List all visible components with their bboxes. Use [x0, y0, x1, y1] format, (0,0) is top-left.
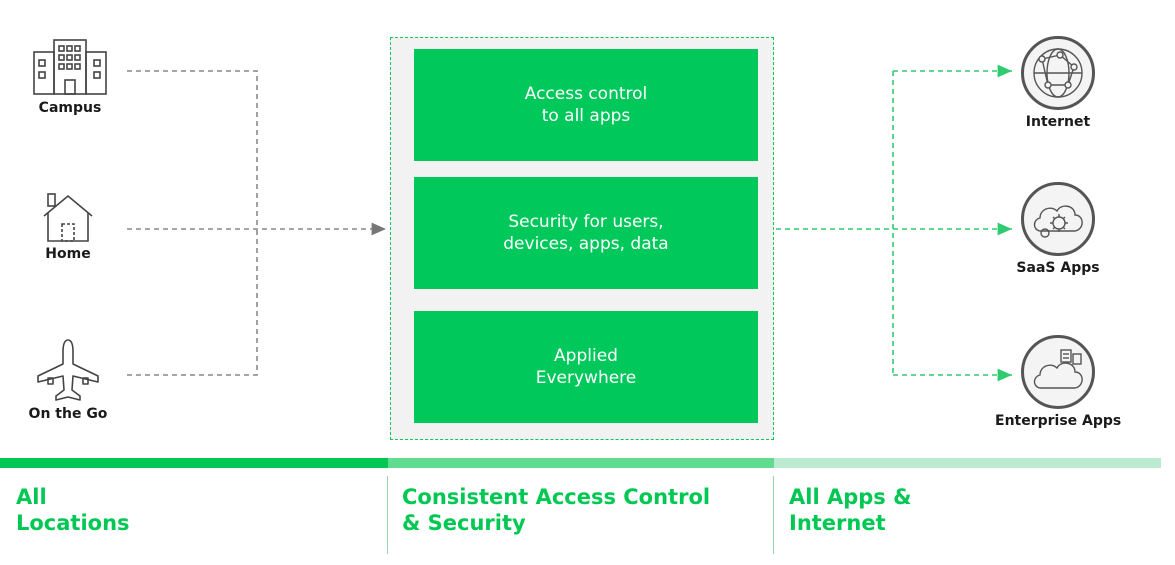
capability-box: Access control to all apps	[414, 49, 758, 161]
capability-box: Applied Everywhere	[414, 311, 758, 423]
connector-on-the-go	[127, 229, 258, 376]
location-home: Home	[20, 192, 116, 262]
cloud-server-icon	[1021, 335, 1095, 409]
connector-campus	[127, 70, 258, 229]
capability-box: Security for users, devices, apps, data	[414, 177, 758, 289]
location-label: Campus	[38, 100, 102, 116]
location-on-the-go: On the Go	[18, 338, 118, 422]
airplane-icon	[37, 339, 99, 401]
section-bar-apps	[774, 458, 1161, 468]
section-divider	[773, 476, 774, 554]
section-title-apps: All Apps & Internet	[789, 485, 912, 535]
location-campus: Campus	[20, 38, 120, 116]
location-label: Home	[45, 246, 91, 262]
globe-network-icon	[1021, 36, 1095, 110]
section-title-locations: All Locations	[16, 485, 130, 535]
capabilities-panel: Access control to all apps Security for …	[390, 37, 774, 440]
house-icon	[43, 193, 93, 242]
section-divider	[387, 476, 388, 554]
destination-saas: SaaS Apps	[1008, 182, 1108, 276]
section-bar-locations	[0, 458, 388, 468]
destination-label: Internet	[1025, 114, 1091, 130]
section-bar-security	[388, 458, 774, 468]
section-title-security: Consistent Access Control & Security	[402, 485, 711, 535]
location-label: On the Go	[28, 406, 108, 422]
building-icon	[33, 39, 107, 95]
destination-label: Enterprise Apps	[995, 413, 1122, 429]
destination-internet: Internet	[1008, 36, 1108, 130]
cloud-gear-icon	[1021, 182, 1095, 256]
destination-enterprise: Enterprise Apps	[995, 335, 1121, 429]
destination-label: SaaS Apps	[1016, 260, 1100, 276]
